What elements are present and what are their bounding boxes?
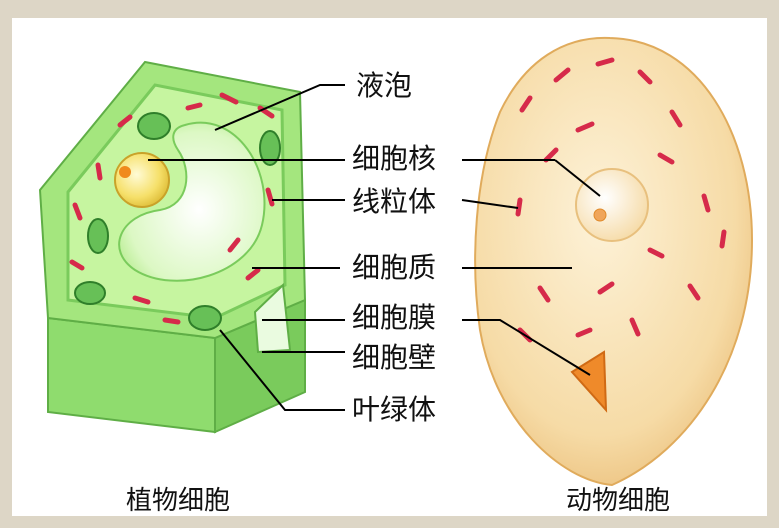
plant-nucleolus [119,166,131,178]
plant-nucleus [115,153,169,207]
caption-animal-cell: 动物细胞 [566,488,670,514]
label-nucleus: 细胞核 [352,145,436,173]
animal-cell-body [475,38,752,485]
animal-nucleus [576,169,648,241]
plant-cell [40,62,305,432]
caption-plant-cell: 植物细胞 [126,488,230,514]
animal-nucleolus [594,209,606,221]
animal-cell [475,38,752,485]
label-chloroplast: 叶绿体 [352,396,436,424]
label-cell-membrane: 细胞膜 [352,304,436,332]
label-cell-wall: 细胞壁 [352,344,436,372]
chloroplast [189,306,221,330]
chloroplast [138,113,170,139]
chloroplast [75,282,105,304]
label-mitochondria: 线粒体 [352,188,436,216]
label-vacuole: 液泡 [356,72,412,100]
label-cytoplasm: 细胞质 [352,254,436,282]
chloroplast [88,219,108,253]
